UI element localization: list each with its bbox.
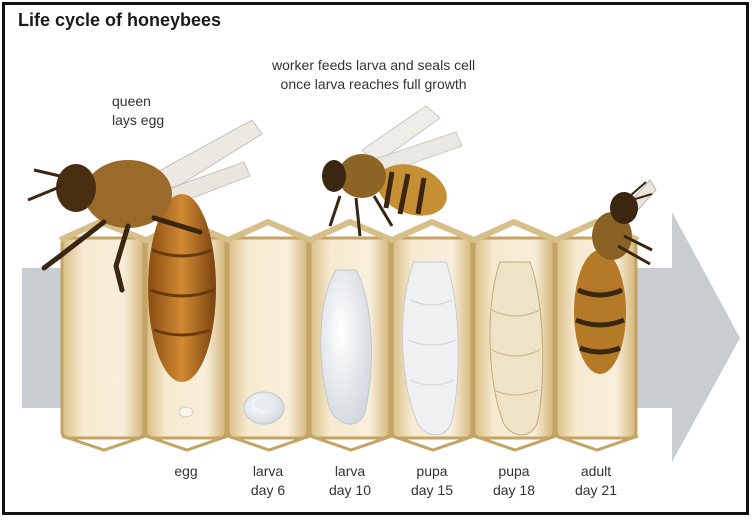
stage-label-larva-day6: larva day 6 xyxy=(228,462,308,500)
stage-label-egg: egg xyxy=(146,462,226,481)
stage-label-adult-day21: adult day 21 xyxy=(556,462,636,500)
worker-note: worker feeds larva and seals cell once l… xyxy=(272,56,475,94)
egg-icon xyxy=(179,407,193,417)
stage-label-pupa-day15: pupa day 15 xyxy=(392,462,472,500)
worker-note-line: worker feeds larva and seals cell xyxy=(272,56,475,75)
stage-name: pupa xyxy=(474,462,554,481)
stage-day: day 21 xyxy=(556,481,636,500)
stage-label-pupa-day18: pupa day 18 xyxy=(474,462,554,500)
stage-name: egg xyxy=(146,462,226,481)
stage-day: day 15 xyxy=(392,481,472,500)
stage-name: larva xyxy=(228,462,308,481)
stage-name: larva xyxy=(310,462,390,481)
larva-icon xyxy=(244,392,284,424)
stage-name: pupa xyxy=(392,462,472,481)
stage-day: day 6 xyxy=(228,481,308,500)
stage-label-larva-day10: larva day 10 xyxy=(310,462,390,500)
diagram-title: Life cycle of honeybees xyxy=(18,10,221,31)
queen-note-line: lays egg xyxy=(112,111,164,130)
stage-name: adult xyxy=(556,462,636,481)
queen-note: queen lays egg xyxy=(112,92,164,130)
larva-icon xyxy=(321,270,372,424)
worker-bee-icon xyxy=(322,106,462,236)
worker-note-line: once larva reaches full growth xyxy=(272,75,475,94)
comb-cell xyxy=(62,238,144,438)
stage-day: day 10 xyxy=(310,481,390,500)
stage-day: day 18 xyxy=(474,481,554,500)
queen-note-line: queen xyxy=(112,92,164,111)
